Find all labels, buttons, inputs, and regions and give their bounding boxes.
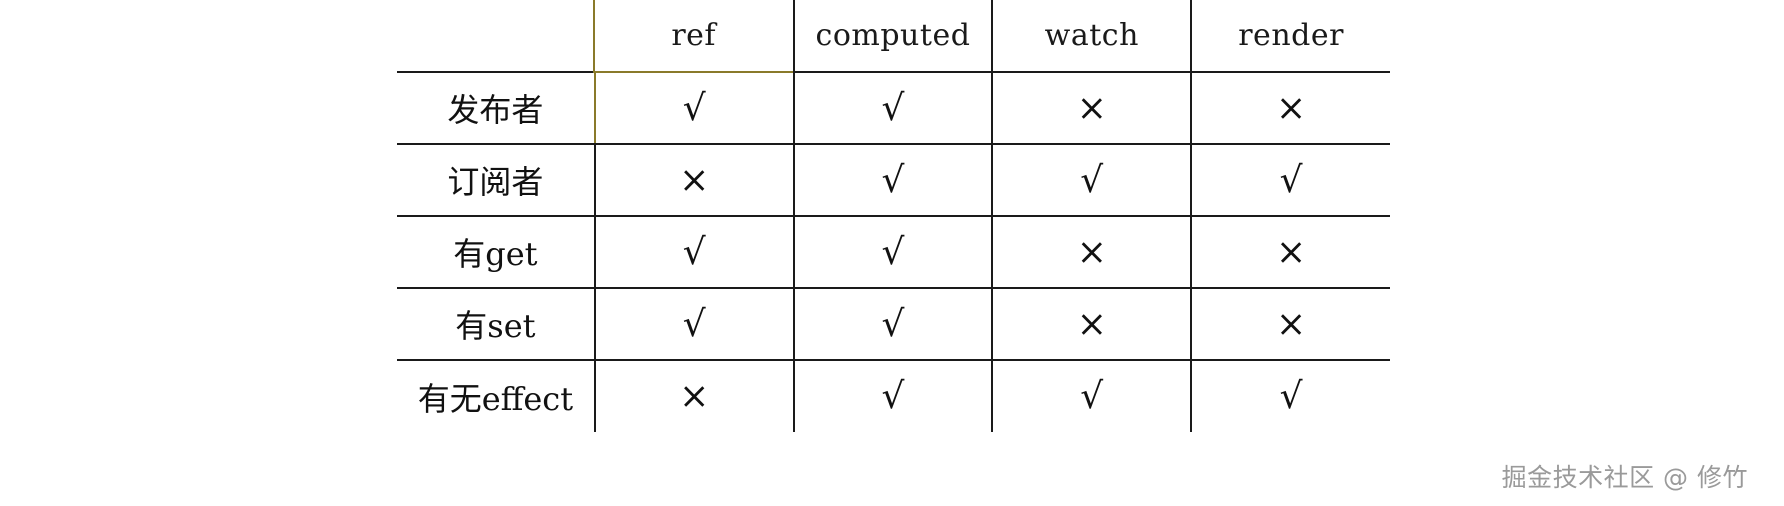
column-header-render: render (1238, 18, 1344, 53)
table-cell-mark: √ (992, 359, 1193, 432)
ref-highlight-left-edge (592, 0, 595, 71)
corner-cell (397, 0, 595, 72)
table-cell-mark: √ (793, 287, 994, 360)
row-label: 有get (397, 215, 596, 288)
header-row: ref computed watch render (397, 0, 1390, 73)
table-cell-mark: √ (1191, 143, 1390, 216)
table-cell-mark: √ (594, 215, 795, 288)
watermark: 掘金技术社区 @ 修竹 (1501, 463, 1748, 492)
table-cell-mark: √ (793, 71, 994, 144)
table-cell-mark: √ (793, 143, 994, 216)
table-cell-mark: √ (992, 143, 1193, 216)
table-cell-mark: × (992, 287, 1193, 360)
table-row: 有set √ √ × × (397, 287, 1390, 360)
table-row: 发布者 √ √ × × (397, 71, 1390, 144)
table-cell-mark: × (992, 71, 1193, 144)
table-row: 有get √ √ × × (397, 215, 1390, 288)
ref-highlight-left-edge-row1 (593, 73, 596, 143)
table-cell-mark: √ (1191, 359, 1390, 432)
row-label: 有set (397, 287, 596, 360)
table-cell-mark: × (594, 359, 795, 432)
table-cell-mark: × (992, 215, 1193, 288)
column-header-computed: computed (793, 0, 994, 72)
table-cell-mark: × (1191, 215, 1390, 288)
table-row: 有无effect × √ √ √ (397, 359, 1390, 432)
row-label: 发布者 (397, 71, 596, 144)
row-label: 订阅者 (397, 143, 596, 216)
table-row: 订阅者 × √ √ √ (397, 143, 1390, 216)
comparison-table-container: ref computed watch render 发布者 √ √ × × 订阅… (397, 0, 1390, 435)
table-cell-mark: √ (793, 359, 994, 432)
table-cell-mark: √ (594, 287, 795, 360)
comparison-table: ref computed watch render 发布者 √ √ × × 订阅… (397, 0, 1390, 432)
table-cell-mark: √ (593, 71, 795, 144)
table-cell-mark: × (1191, 287, 1390, 360)
column-header-watch: watch (992, 0, 1193, 72)
column-header-ref: ref (592, 0, 795, 73)
row-label: 有无effect (397, 359, 596, 432)
table-cell-mark: × (1191, 71, 1390, 144)
table-cell-mark: √ (793, 215, 994, 288)
table-cell-mark: × (594, 143, 795, 216)
